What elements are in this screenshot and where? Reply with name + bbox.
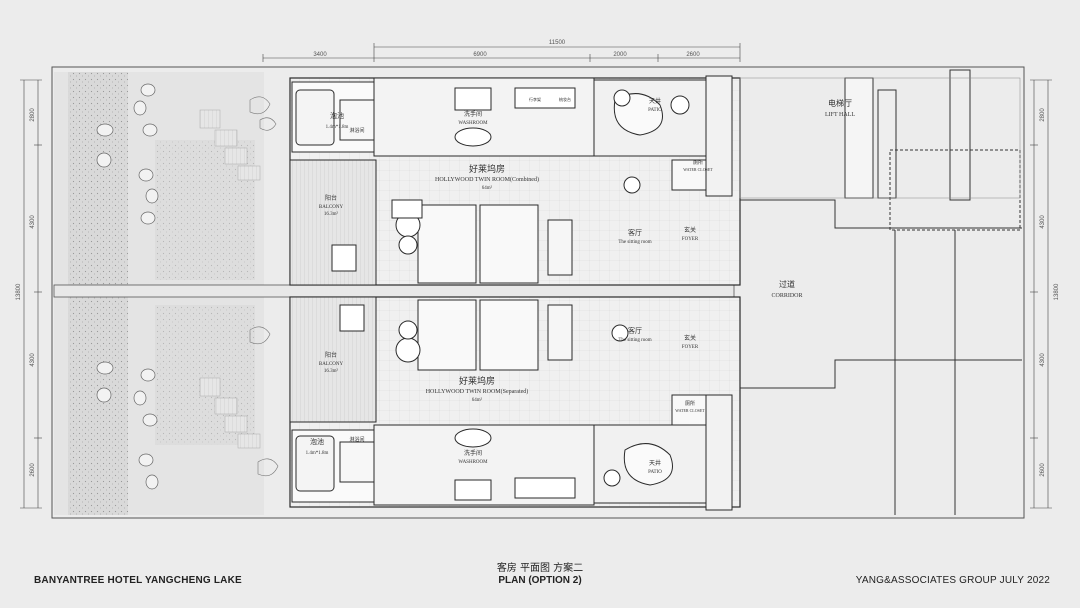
lower-living-cn: 客厅 <box>628 326 642 335</box>
upper-luggage-label: 行李架 <box>529 96 541 102</box>
upper-patio-cn: 天井 <box>649 97 661 105</box>
plan-caption-cn: 客房 平面图 方案二 <box>496 563 584 574</box>
upper-washroom-en: WASHROOM <box>458 121 488 126</box>
drawing-frame <box>51 66 1025 519</box>
dim-d3: 2000 <box>613 52 627 58</box>
upper-foyer-cn: 玄关 <box>684 226 696 234</box>
lower-living-en: The sitting room <box>618 338 651 343</box>
lower-area: 64m² <box>472 397 483 403</box>
right-dimension-lines <box>1030 79 1052 509</box>
party-wall <box>53 284 735 298</box>
upper-foyer-en: FOYER <box>682 237 699 242</box>
dim-right-c: 13800 <box>1054 283 1060 300</box>
dim-left-c: 13800 <box>16 283 22 300</box>
corridor-en: CORRIDOR <box>771 293 802 299</box>
dim-left-b: 4300 <box>30 215 36 229</box>
upper-balcony-area: 16.3m² <box>324 211 339 217</box>
left-dimension-lines <box>20 79 42 509</box>
lower-patio-en: PATIO <box>648 470 662 475</box>
firm-credit: YANG&ASSOCIATES GROUP JULY 2022 <box>855 575 1050 586</box>
upper-shower-label: 淋浴间 <box>349 127 364 134</box>
lower-shower-label: 淋浴间 <box>349 436 364 443</box>
top-dimension-lines <box>262 43 741 62</box>
dim-d2: 6900 <box>473 52 487 58</box>
plan-caption-en: PLAN (OPTION 2) <box>498 575 582 586</box>
lower-balcony-cn: 阳台 <box>325 351 337 359</box>
dim-total: 11500 <box>549 40 566 46</box>
dim-d4: 2600 <box>686 52 700 58</box>
upper-title-en: HOLLYWOOD TWIN ROOM(Combined) <box>435 176 539 183</box>
upper-patio-en: PATIO <box>648 108 662 113</box>
dim-right-e: 2600 <box>1040 463 1046 477</box>
project-title: BANYANTREE HOTEL YANGCHENG LAKE <box>34 575 242 586</box>
upper-vanity-label: 梳妆台 <box>559 96 571 102</box>
lift-hall-cn: 电梯厅 <box>828 98 852 108</box>
corridor-cn: 过道 <box>779 279 795 289</box>
garden-landscape <box>54 72 279 515</box>
upper-area: 64m² <box>482 185 493 191</box>
lower-room <box>289 296 741 511</box>
lower-balcony-en: BALCONY <box>319 362 344 367</box>
dim-left-d: 4300 <box>30 353 36 367</box>
upper-wc-en: WATER CLOSET <box>683 167 713 172</box>
lower-wc-en: WATER CLOSET <box>675 408 705 413</box>
lower-balcony-area: 16.3m² <box>324 368 339 374</box>
lower-title-en: HOLLYWOOD TWIN ROOM(Separated) <box>426 388 529 395</box>
lower-washroom-cn: 洗手间 <box>464 449 482 457</box>
upper-wc-cn: 厕所 <box>693 159 703 166</box>
plan-caption: 客房 平面图 方案二 PLAN (OPTION 2) <box>0 559 1080 586</box>
upper-pool-label: 泡池 <box>330 111 344 120</box>
upper-title-cn: 好莱坞房 <box>469 163 505 174</box>
upper-washroom-cn: 洗手间 <box>464 110 482 118</box>
upper-balcony-en: BALCONY <box>319 205 344 210</box>
upper-living-cn: 客厅 <box>628 228 642 237</box>
upper-balcony-cn: 阳台 <box>325 194 337 202</box>
lower-pool-size: 1.4m*1.8m <box>306 451 329 456</box>
lift-hall-en: LIFT HALL <box>825 112 855 118</box>
dim-d1: 3400 <box>313 52 327 58</box>
lower-pool-label: 泡池 <box>310 437 324 446</box>
lower-foyer-cn: 玄关 <box>684 334 696 342</box>
lower-title-cn: 好莱坞房 <box>459 375 495 386</box>
upper-room <box>289 75 741 286</box>
dim-left-a: 2800 <box>30 108 36 122</box>
upper-living-en: The sitting room <box>618 240 651 245</box>
lower-washroom-en: WASHROOM <box>458 460 488 465</box>
lower-wc-cn: 厕所 <box>685 400 695 407</box>
lower-patio-cn: 天井 <box>649 459 661 467</box>
dim-left-e: 2600 <box>30 463 36 477</box>
lower-foyer-en: FOYER <box>682 345 699 350</box>
corridor-lift-area <box>739 69 1022 515</box>
upper-pool-size: 1.4m*1.8m <box>326 125 349 130</box>
dim-right-b: 4300 <box>1040 215 1046 229</box>
dim-right-d: 4300 <box>1040 353 1046 367</box>
dim-right-a: 2800 <box>1040 108 1046 122</box>
